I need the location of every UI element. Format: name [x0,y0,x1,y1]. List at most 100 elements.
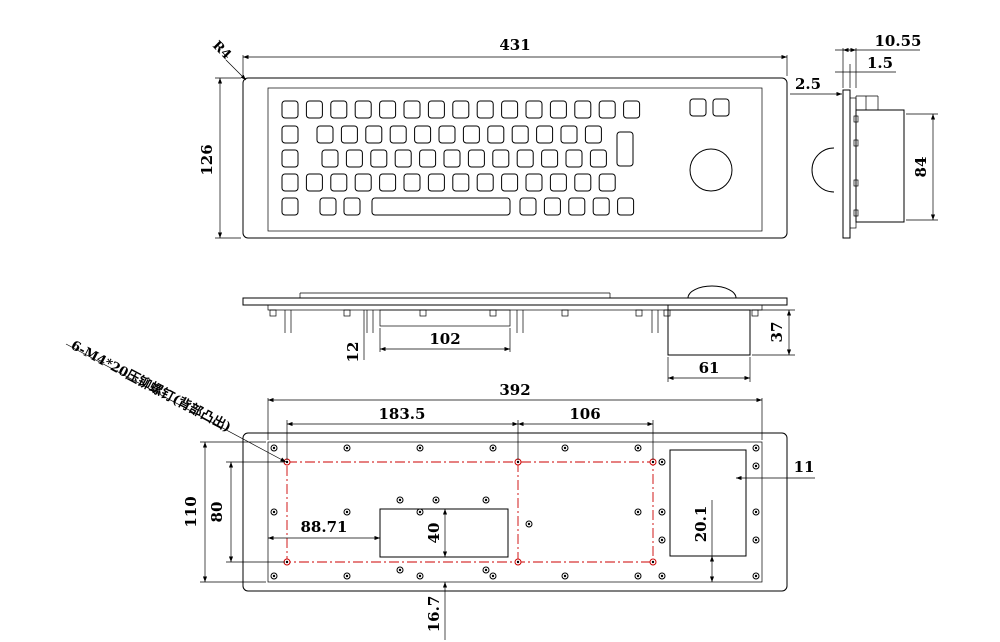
hole-center [563,574,567,578]
key [487,125,505,144]
dim-module-height: 40 [425,523,443,544]
key [443,149,461,168]
screw-note: 6-M4*20压铆螺钉(背部凸出) [68,337,234,435]
key [598,173,616,192]
key [467,149,485,168]
dim-bottom-offset: 16.7 [425,596,443,633]
key [305,100,323,119]
dim-height: 126 [198,144,216,175]
key [319,197,337,216]
key [354,100,372,119]
key [476,100,494,119]
front-trackball-module [667,309,751,356]
side-trackball-module [855,109,905,223]
hole-center [345,510,349,514]
hole-center [636,446,640,450]
hole-center [754,446,758,450]
key [525,173,543,192]
front-plate [242,297,788,306]
key [549,173,567,192]
dim-screw-spacing-a: 183.5 [379,405,426,423]
key [452,100,470,119]
keyboard-outline [242,77,788,239]
key [560,125,578,144]
hole-center [418,510,422,514]
key [321,149,339,168]
key [598,100,616,119]
hole-center [651,560,655,564]
key [340,125,358,144]
hole-center [660,574,664,578]
key [565,149,583,168]
hole-center [272,510,276,514]
key [519,197,537,216]
key [330,100,348,119]
side-view: 10.55 1.5 2.5 84 [790,32,938,239]
dim-offset: 2.5 [795,75,821,93]
hole-center [345,574,349,578]
hole-center [636,574,640,578]
key [549,100,567,119]
key [379,100,397,119]
hole-center [636,510,640,514]
key [403,100,421,119]
dim-trackball-width: 61 [699,359,720,377]
hole-center [563,446,567,450]
dim-trackball-offset: 20.1 [692,506,710,543]
key [419,149,437,168]
key [492,149,510,168]
mouse-button-left [689,98,707,117]
dim-trackball-depth: 37 [768,322,786,343]
key [462,125,480,144]
key [281,197,299,216]
key [427,173,445,192]
key-grid [281,100,641,216]
key [370,149,388,168]
hole-center [754,464,758,468]
key [354,173,372,192]
key [394,149,412,168]
key [365,125,383,144]
bottom-view: 392 183.5 106 110 80 88.71 40 16.7 11 [65,337,815,640]
front-module [379,309,511,327]
dim-left-offset: 88.71 [301,518,348,536]
hole-center [516,560,520,564]
hole-center [660,538,664,542]
hole-center [651,460,655,464]
dim-plate-thickness: 1.5 [867,54,893,72]
key [516,149,534,168]
key [589,149,607,168]
key [592,197,610,216]
mouse-button-right [712,98,730,117]
bottom-module [379,508,509,558]
hole-center [418,574,422,578]
key [452,173,470,192]
hole-center [484,498,488,502]
key [476,173,494,192]
key [501,100,519,119]
front-view: 102 12 37 61 [242,285,795,382]
bottom-inner [267,441,763,583]
dim-screw-vertical: 80 [208,502,226,523]
hole-center [484,568,488,572]
dim-screw-spacing-b: 106 [569,405,600,423]
enter-key [616,131,634,167]
key [511,125,529,144]
dim-inner-height: 110 [182,496,200,527]
hole-center [285,460,289,464]
dim-right-margin: 11 [794,458,815,476]
hole-center [398,498,402,502]
screw-pattern [286,461,654,563]
dim-stud-depth: 12 [344,342,362,363]
hole-center [491,446,495,450]
key [617,197,635,216]
key [281,125,299,144]
dim-corner-radius: R4 [209,38,234,63]
hole-center [434,498,438,502]
key [536,125,554,144]
key [389,125,407,144]
hole-center [491,574,495,578]
key [281,149,299,168]
key [345,149,363,168]
